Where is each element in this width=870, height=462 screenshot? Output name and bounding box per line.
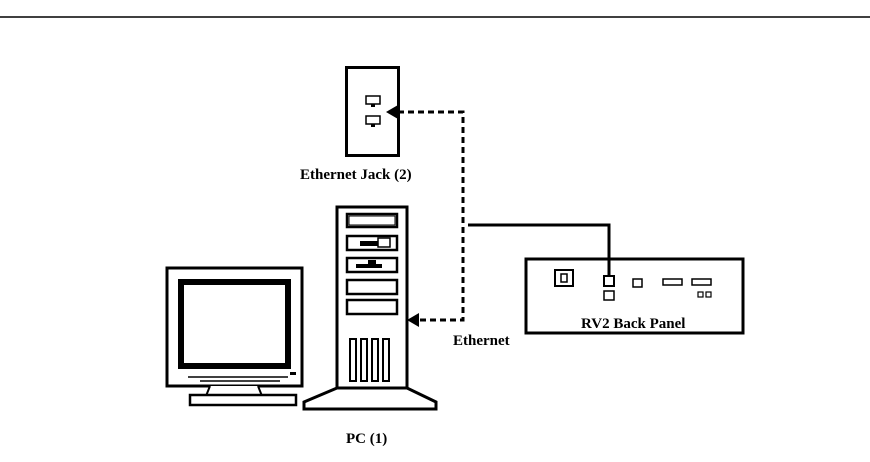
pc-label: PC (1) <box>346 431 387 447</box>
monitor <box>167 268 302 405</box>
rv2-panel-label: RV2 Back Panel <box>581 316 685 332</box>
pc-tower <box>304 207 436 409</box>
ethernet-cable-label: Ethernet <box>453 333 510 349</box>
ethernet-jack-label: Ethernet Jack (2) <box>300 167 412 183</box>
arrow-to-pc <box>407 313 419 327</box>
rv2-ethernet-port <box>604 276 614 286</box>
